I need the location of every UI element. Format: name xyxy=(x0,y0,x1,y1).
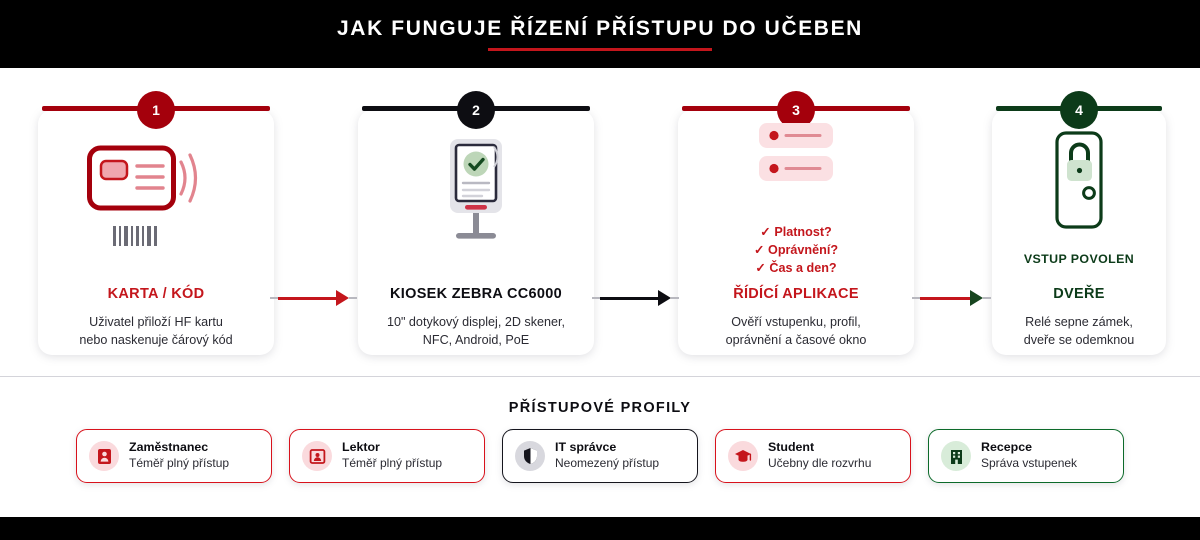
profile-access: Učebny dle rozvrhu xyxy=(768,455,872,470)
step-3-badge: 3 xyxy=(777,91,815,129)
profile-access: Téměř plný přístup xyxy=(129,455,230,470)
arrow-step3-step4 xyxy=(912,290,991,306)
check-item-2: ✓ Oprávnění? xyxy=(753,242,839,257)
check-item-3: ✓ Čas a den? xyxy=(755,260,837,275)
arrow-3-shaft xyxy=(920,296,970,300)
profile-chip-text: Zaměstnanec Téměř plný přístup xyxy=(129,440,229,471)
profile-chip-text: Recepce Správa vstupenek xyxy=(981,440,1077,471)
arrow-3-head xyxy=(970,290,983,306)
step-3-desc: Ověří vstupenku, profil, oprávnění a čas… xyxy=(725,315,867,348)
check-item-1: ✓ Platnost? xyxy=(760,225,832,239)
employee-badge-icon xyxy=(89,441,119,471)
step-4-desc: Relé sepne zámek, dveře se odemknou xyxy=(1023,315,1135,348)
page-title: JAK FUNGUJE ŘÍZENÍ PŘÍSTUPU DO UČEBEN xyxy=(337,16,863,40)
step-card-3: 3 ✓ Platnost? ✓ Oprávnění? ✓ Čas a den? … xyxy=(678,91,914,355)
validation-checks: ✓ Platnost? ✓ Oprávnění? ✓ Čas a den? xyxy=(678,224,914,278)
profile-chip-text: Student Učebny dle rozvrhu xyxy=(768,440,871,471)
arrow-2-shaft xyxy=(600,296,658,300)
step-1-desc: Uživatel přiloží HF kartu nebo naskenuje… xyxy=(79,315,233,348)
step-2-title: KIOSEK ZEBRA CC6000 xyxy=(390,286,562,302)
rules-list-icon xyxy=(678,118,914,188)
step-card-1: 1 KARTA / KÓD xyxy=(38,91,274,355)
building-icon xyxy=(941,441,971,471)
profile-access: Správa vstupenek xyxy=(981,455,1078,470)
header-bar: JAK FUNGUJE ŘÍZENÍ PŘÍSTUPU DO UČEBEN xyxy=(0,0,1200,68)
rfid-card-icon xyxy=(38,134,274,254)
step-4-badge: 4 xyxy=(1060,91,1098,129)
profile-chip-text: IT správce Neomezený přístup xyxy=(555,440,659,471)
graduation-cap-icon xyxy=(728,441,758,471)
profile-access: Téměř plný přístup xyxy=(342,455,443,470)
profile-name: Lektor xyxy=(342,440,380,455)
step-2-badge: 2 xyxy=(457,91,495,129)
arrow-2-nub-left xyxy=(592,297,600,299)
step-4-status-label: VSTUP POVOLEN xyxy=(1023,252,1135,266)
arrow-3-nub-left xyxy=(912,297,920,299)
step-card-4: 4 VSTUP POVOLEN DVEŘE Relé sepne zámek, … xyxy=(992,91,1166,355)
profile-access: Neomezený přístup xyxy=(555,455,660,470)
profile-name: Student xyxy=(768,440,815,455)
profile-name: Recepce xyxy=(981,440,1032,455)
step-1-title: KARTA / KÓD xyxy=(107,286,205,302)
step-1-badge: 1 xyxy=(137,91,175,129)
step-4-title: DVEŘE xyxy=(1053,286,1105,302)
profiles-list: Zaměstnanec Téměř plný přístup Lektor Té… xyxy=(76,429,1124,483)
arrow-1-head xyxy=(336,290,349,306)
profiles-section: PŘÍSTUPOVÉ PROFILY Zaměstnanec Téměř pln… xyxy=(0,377,1200,517)
kiosk-icon xyxy=(358,134,594,254)
arrow-1-nub-right xyxy=(349,297,357,299)
section-divider xyxy=(0,376,1200,377)
arrow-2-nub-right xyxy=(671,297,679,299)
door-unlock-icon xyxy=(992,126,1166,238)
profile-name: Zaměstnanec xyxy=(129,440,209,455)
profile-chip-it-spravce[interactable]: IT správce Neomezený přístup xyxy=(502,429,698,483)
arrow-step1-step2 xyxy=(270,290,357,306)
arrow-3-nub-right xyxy=(983,297,991,299)
arrow-step2-step3 xyxy=(592,290,679,306)
profile-chip-zamestnanec[interactable]: Zaměstnanec Téměř plný přístup xyxy=(76,429,272,483)
profiles-title: PŘÍSTUPOVÉ PROFILY xyxy=(508,400,692,416)
profile-chip-text: Lektor Téměř plný přístup xyxy=(342,440,442,471)
profile-chip-lektor[interactable]: Lektor Téměř plný přístup xyxy=(289,429,485,483)
profile-chip-recepce[interactable]: Recepce Správa vstupenek xyxy=(928,429,1124,483)
step-3-title: ŘÍDÍCÍ APLIKACE xyxy=(733,286,859,302)
arrow-1-shaft xyxy=(278,296,336,300)
footer-bar xyxy=(0,517,1200,540)
step-2-desc: 10" dotykový displej, 2D skener, NFC, An… xyxy=(386,315,566,348)
arrow-1-nub-left xyxy=(270,297,278,299)
process-steps: 1 KARTA / KÓD xyxy=(0,68,1200,368)
profile-chip-student[interactable]: Student Učebny dle rozvrhu xyxy=(715,429,911,483)
lecturer-icon xyxy=(302,441,332,471)
arrow-2-head xyxy=(658,290,671,306)
shield-icon xyxy=(515,441,545,471)
profile-name: IT správce xyxy=(555,440,617,455)
step-card-2: 2 KIOSEK ZEBRA CC6000 10" dotykový xyxy=(358,91,594,355)
title-underline xyxy=(488,47,712,51)
barcode-icon xyxy=(113,226,157,246)
